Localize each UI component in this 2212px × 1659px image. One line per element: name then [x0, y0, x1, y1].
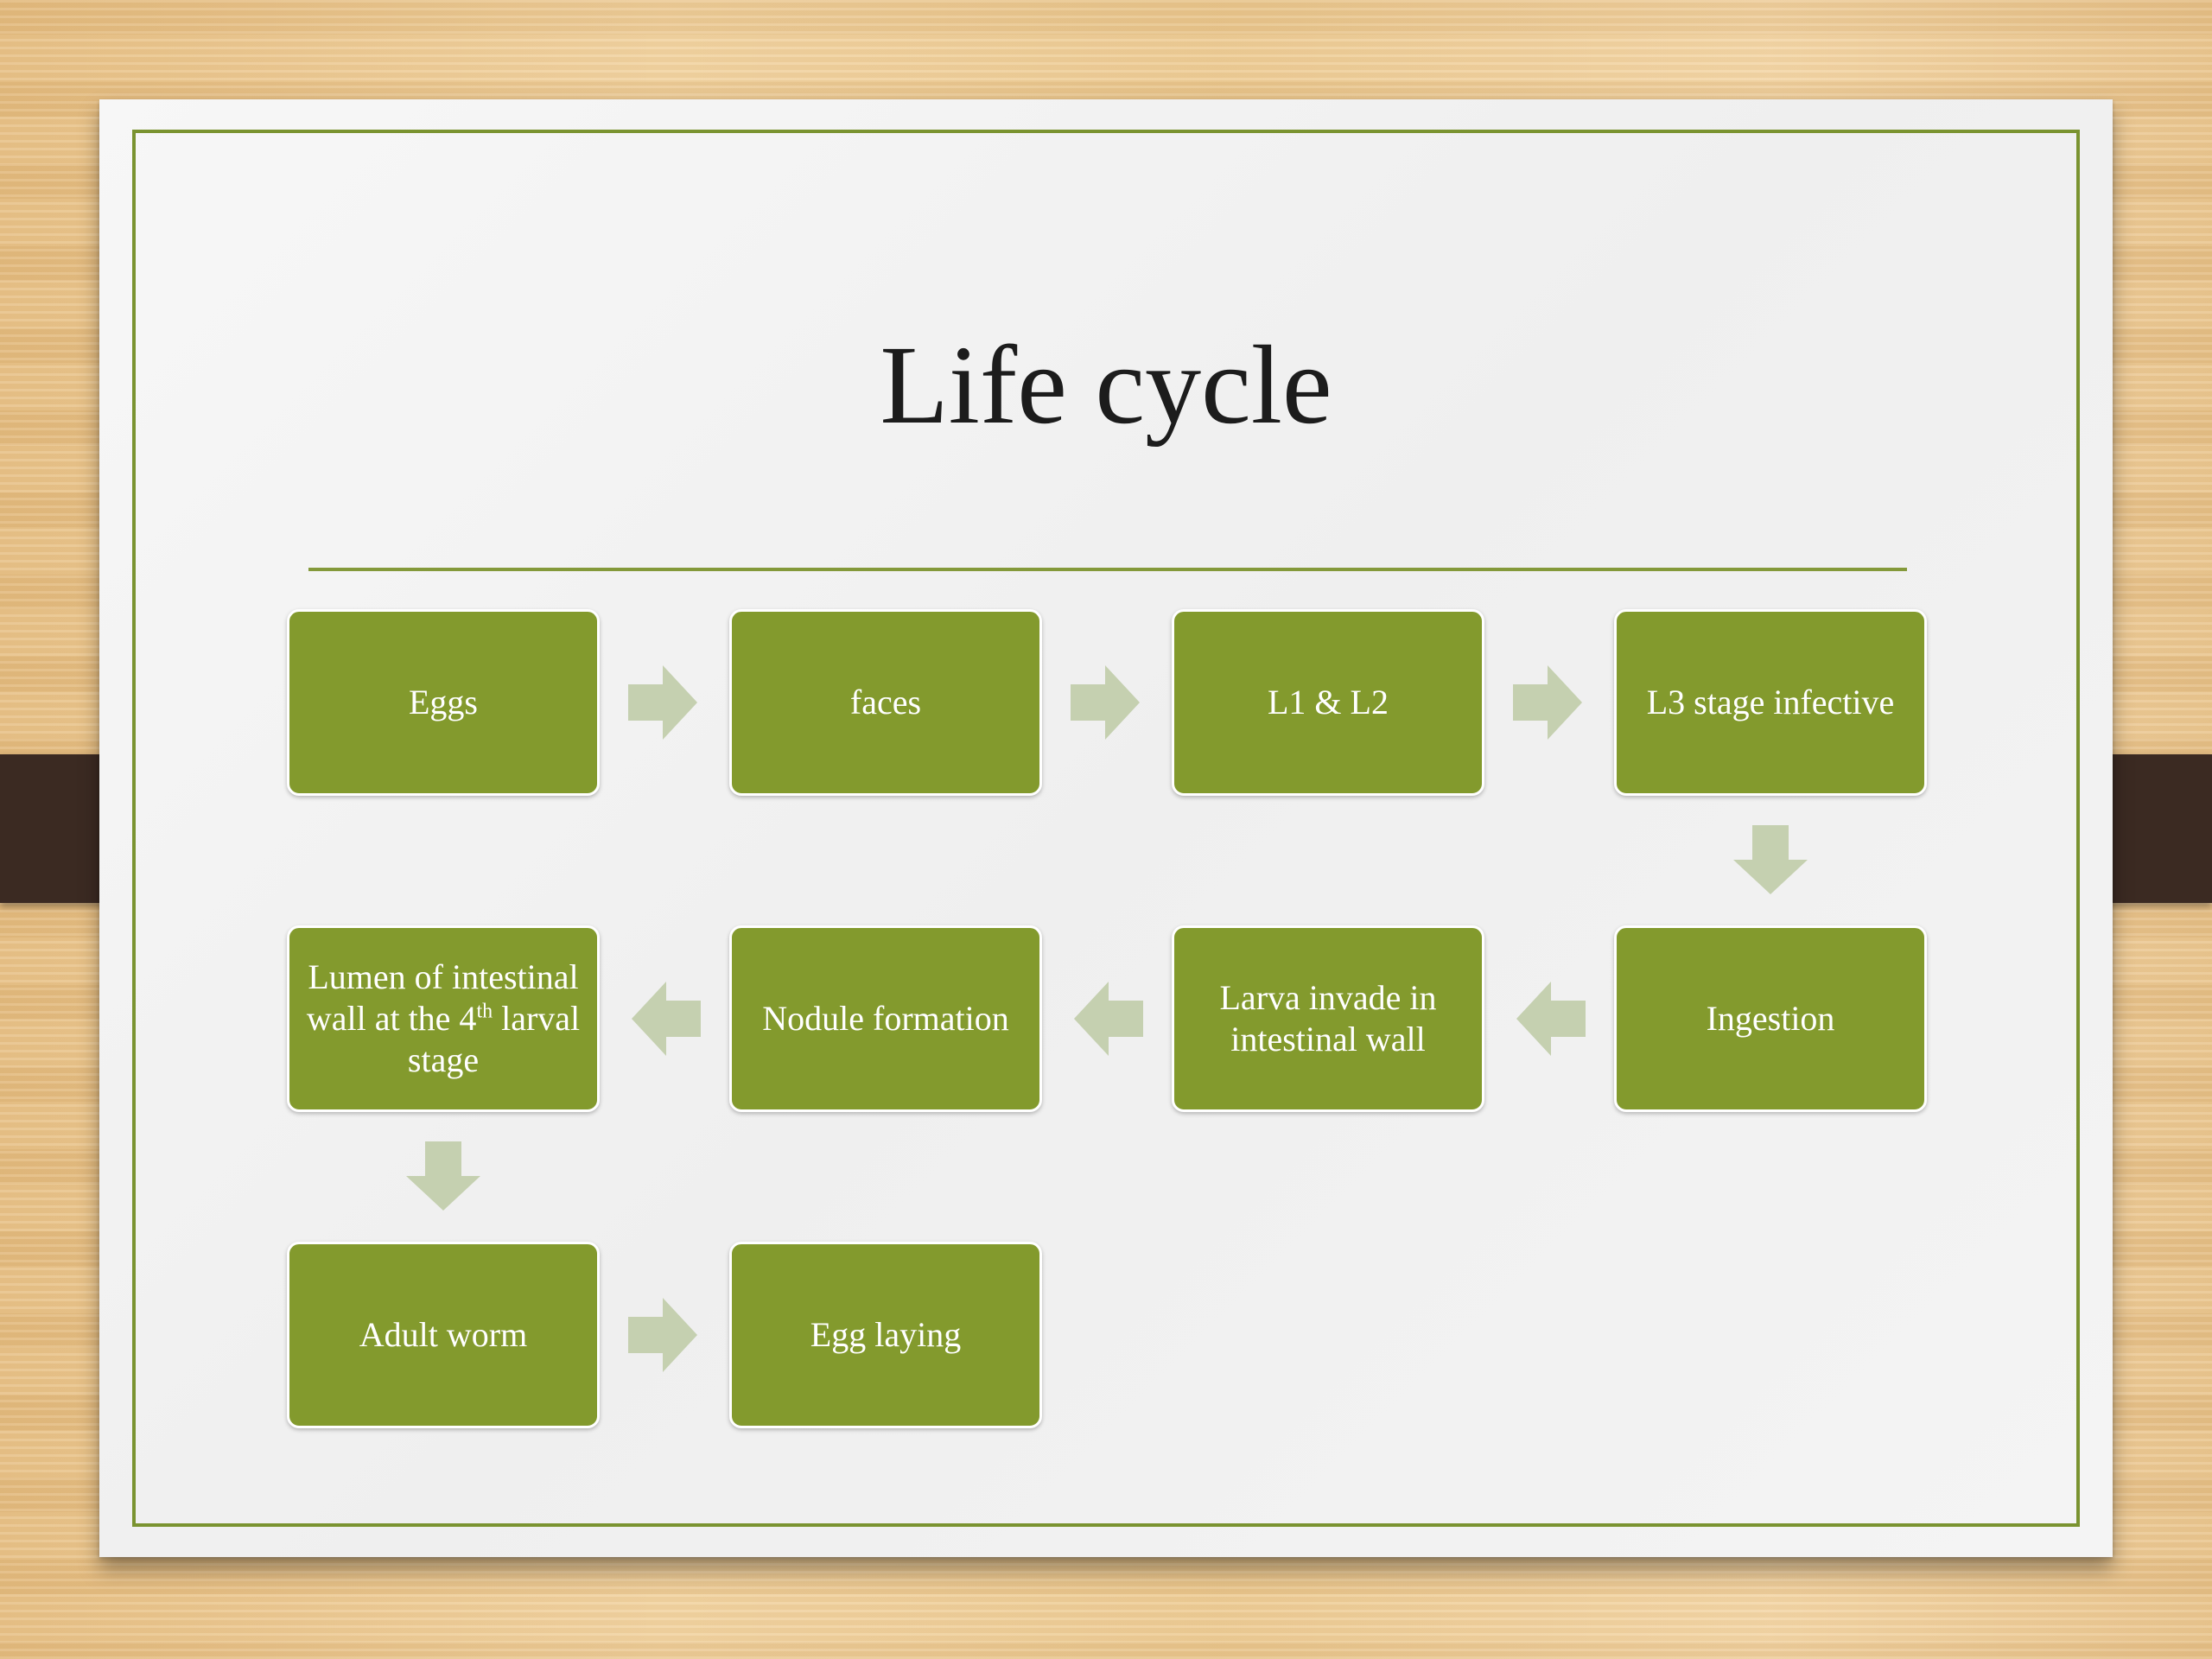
arrow-right-icon	[628, 1298, 697, 1372]
node-adult-worm: Adult worm	[287, 1242, 600, 1428]
arrow-left-icon	[1516, 982, 1586, 1056]
arrow-right-icon	[1071, 665, 1140, 740]
slide: Life cycle Eggs faces L1 & L2 L3 stage i…	[99, 99, 2113, 1557]
node-larva-invade: Larva invade in intestinal wall	[1172, 925, 1484, 1112]
arrow-down-icon	[406, 1141, 480, 1211]
node-egg-laying: Egg laying	[729, 1242, 1042, 1428]
arrow-down-icon	[1733, 825, 1808, 894]
arrow-left-icon	[1074, 982, 1143, 1056]
node-lumen-intestinal-wall: Lumen of intestinal wall at the 4th larv…	[287, 925, 600, 1112]
slide-title: Life cycle	[880, 323, 1332, 448]
arrow-left-icon	[632, 982, 701, 1056]
title-divider	[308, 568, 1907, 571]
arrow-right-icon	[1513, 665, 1582, 740]
node-eggs: Eggs	[287, 609, 600, 796]
arrow-right-icon	[628, 665, 697, 740]
node-l3-stage-infective: L3 stage infective	[1614, 609, 1927, 796]
node-lumen-label: Lumen of intestinal wall at the 4th larv…	[306, 957, 581, 1079]
node-nodule-formation: Nodule formation	[729, 925, 1042, 1112]
node-ingestion: Ingestion	[1614, 925, 1927, 1112]
slide-frame	[132, 130, 2080, 1527]
node-l1-l2: L1 & L2	[1172, 609, 1484, 796]
node-faces: faces	[729, 609, 1042, 796]
